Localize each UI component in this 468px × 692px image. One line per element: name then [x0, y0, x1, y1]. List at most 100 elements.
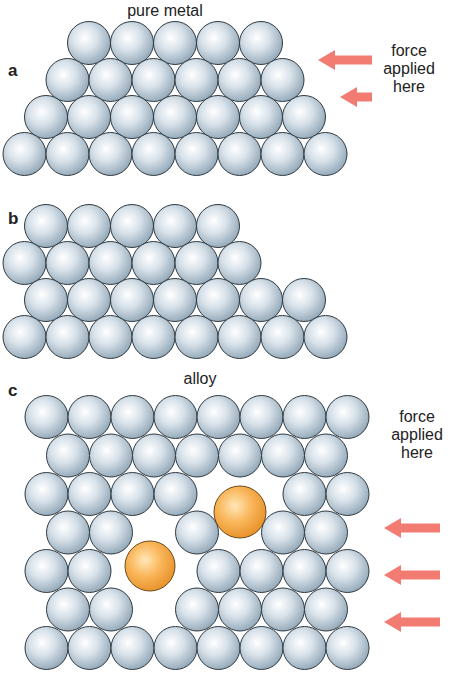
- metal-atom: [326, 473, 369, 516]
- metal-atom: [261, 133, 304, 176]
- metal-atom: [3, 316, 46, 359]
- metal-atom: [47, 511, 90, 554]
- metal-atom: [218, 242, 261, 285]
- metal-atom: [154, 96, 197, 139]
- metal-atom: [176, 588, 219, 631]
- metal-atom: [326, 396, 369, 439]
- metal-atom: [176, 434, 219, 477]
- metal-atom: [197, 96, 240, 139]
- panel-title: alloy: [184, 370, 217, 388]
- metal-atom: [305, 588, 348, 631]
- metal-atom: [240, 550, 283, 593]
- metal-atom: [154, 627, 197, 670]
- metal-atom: [283, 279, 326, 322]
- metal-atom: [305, 434, 348, 477]
- metal-atom: [132, 59, 175, 102]
- metal-atom: [240, 396, 283, 439]
- metal-atom: [175, 316, 218, 359]
- metal-atom: [3, 242, 46, 285]
- panel-letter: c: [8, 382, 17, 400]
- metal-atom: [68, 473, 111, 516]
- force-arrow: [318, 50, 372, 70]
- metal-atom: [262, 434, 305, 477]
- metal-atom: [305, 511, 348, 554]
- panel-title: pure metal: [127, 2, 203, 20]
- metal-atom: [154, 22, 197, 65]
- metal-atom: [197, 22, 240, 65]
- metal-atom: [111, 22, 154, 65]
- metal-atom: [68, 22, 111, 65]
- panel-letter: a: [8, 62, 17, 80]
- metal-atom: [111, 396, 154, 439]
- metal-atom: [25, 96, 68, 139]
- metal-atom: [111, 205, 154, 248]
- metal-atom: [154, 396, 197, 439]
- metal-atom: [47, 588, 90, 631]
- metal-atom: [197, 550, 240, 593]
- metal-atom: [197, 205, 240, 248]
- metal-atom: [25, 279, 68, 322]
- metal-atom: [25, 473, 68, 516]
- metal-atom: [111, 627, 154, 670]
- metal-atom: [175, 242, 218, 285]
- metal-atom: [240, 627, 283, 670]
- metal-atom: [132, 133, 175, 176]
- metal-atom: [197, 396, 240, 439]
- metal-atom: [154, 205, 197, 248]
- metal-atom: [176, 511, 219, 554]
- metal-atom: [3, 133, 46, 176]
- metal-atom: [283, 627, 326, 670]
- metal-atom: [175, 133, 218, 176]
- metal-atom: [46, 59, 89, 102]
- metal-atom: [218, 316, 261, 359]
- metal-atom: [132, 316, 175, 359]
- metal-atom: [262, 511, 305, 554]
- metal-atom: [68, 96, 111, 139]
- force-arrow: [384, 518, 440, 538]
- metal-atom: [240, 22, 283, 65]
- metal-atom: [46, 242, 89, 285]
- force-label: force applied here: [386, 408, 448, 462]
- metal-atom: [25, 627, 68, 670]
- metal-atom: [90, 434, 133, 477]
- metal-atom: [89, 316, 132, 359]
- metal-atom: [46, 316, 89, 359]
- metal-atom: [68, 279, 111, 322]
- panel-letter: b: [8, 210, 18, 228]
- metal-atom: [283, 473, 326, 516]
- metal-atom: [89, 59, 132, 102]
- force-arrow: [340, 87, 372, 107]
- metal-atom: [283, 96, 326, 139]
- metal-atom: [240, 96, 283, 139]
- force-arrow: [384, 612, 440, 632]
- metal-atom: [261, 316, 304, 359]
- metal-atom: [304, 133, 347, 176]
- metal-atom: [25, 550, 68, 593]
- metal-atom: [46, 133, 89, 176]
- metal-atom: [90, 511, 133, 554]
- metal-atom: [133, 434, 176, 477]
- metal-atom: [262, 588, 305, 631]
- metal-atom: [90, 588, 133, 631]
- alloy-atom: [214, 486, 266, 538]
- force-arrow: [384, 565, 440, 585]
- metal-atom: [25, 396, 68, 439]
- metal-atom: [283, 550, 326, 593]
- metal-atom: [68, 205, 111, 248]
- metal-atom: [218, 133, 261, 176]
- metal-atom: [175, 59, 218, 102]
- metal-atom: [111, 473, 154, 516]
- metal-atom: [68, 627, 111, 670]
- metal-atom: [283, 396, 326, 439]
- metal-atom: [111, 279, 154, 322]
- metal-atom: [154, 473, 197, 516]
- metal-atom: [304, 316, 347, 359]
- metal-atom: [68, 396, 111, 439]
- metal-atom: [197, 279, 240, 322]
- metal-atom: [132, 242, 175, 285]
- force-label: force applied here: [378, 42, 440, 96]
- metal-atom: [326, 550, 369, 593]
- metal-atom: [111, 96, 154, 139]
